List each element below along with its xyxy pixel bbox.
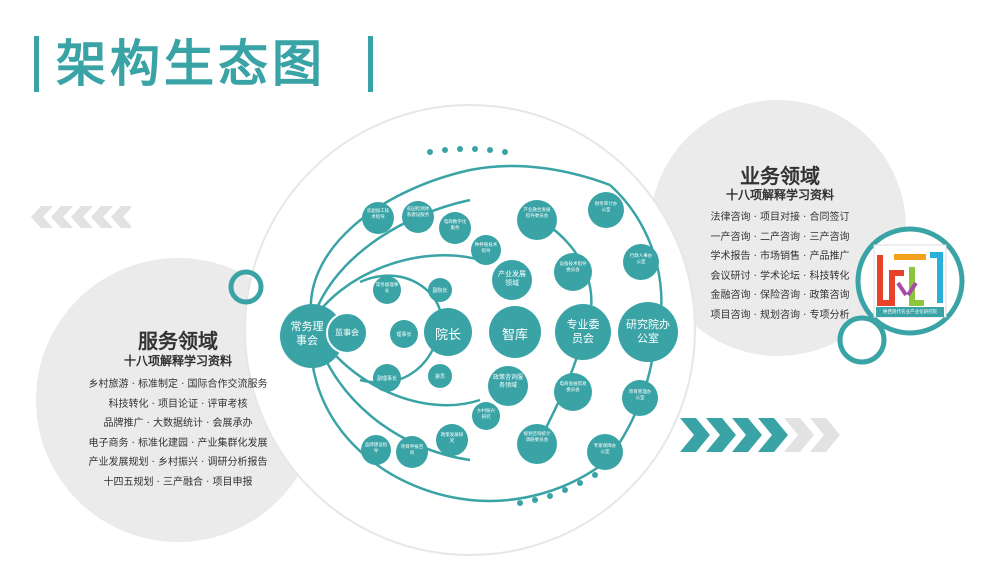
label-chanye-rh: 产业融合发展指导委员会 bbox=[523, 208, 551, 219]
label-dianshang: 电商数字化服务 bbox=[443, 220, 467, 231]
left-panel-line: 十四五规划 · 三产融合 · 项目申报 bbox=[103, 476, 253, 488]
label-jianshi: 监事会 bbox=[335, 328, 359, 337]
left-panel-subtitle: 十八项解释学习资料 bbox=[123, 354, 232, 368]
chevrons-left-icon bbox=[31, 206, 131, 228]
right-panel-line: 一产咨询 · 二产咨询 · 三产咨询 bbox=[710, 231, 850, 243]
arc-6 bbox=[309, 321, 609, 503]
label-xiangcun-yj: 乡村振兴研究 bbox=[477, 409, 495, 420]
node-lishi bbox=[390, 320, 418, 348]
label-zhongyang: 种养殖技术指导 bbox=[474, 243, 498, 254]
node-changwu bbox=[280, 304, 344, 368]
left-panel-title: 服务领域 bbox=[138, 329, 218, 353]
label-xingzheng: 行政人事办公室 bbox=[629, 254, 653, 265]
node-pinpai bbox=[361, 435, 391, 465]
right-panel-subtitle: 十八项解释学习资料 bbox=[725, 188, 834, 202]
node-dianshang-wm bbox=[554, 373, 592, 411]
label-pinpai: 品牌建设指导 bbox=[364, 443, 388, 454]
node-xingzheng bbox=[623, 244, 659, 280]
node-yuanzhang bbox=[424, 308, 472, 356]
label-caiwu: 财务审计办公室 bbox=[594, 202, 618, 213]
node-jianshi bbox=[326, 312, 368, 354]
right-panel-line: 会议研讨 · 学术论坛 · 科技转化 bbox=[710, 270, 850, 282]
label-guihua: 规划咨询统计调研委员会 bbox=[523, 432, 551, 443]
node-zhiku bbox=[489, 306, 541, 358]
right-panel-circle bbox=[650, 100, 906, 356]
left-panel-line: 产业发展规划 · 乡村振兴 · 调研分析报告 bbox=[88, 457, 268, 468]
label-nongfu: 农副加工技术指导 bbox=[366, 209, 390, 220]
label-shebei: 设备技术指导委员会 bbox=[559, 262, 587, 273]
node-weiyuan bbox=[428, 364, 452, 388]
node-chanye-rh bbox=[517, 200, 557, 240]
right-panel-line: 法律咨询 · 项目对接 · 合同签订 bbox=[710, 212, 850, 223]
left-panel-line: 电子商务 · 标准化建园 · 产业集群化发展 bbox=[88, 437, 268, 449]
title-bar-right bbox=[368, 36, 373, 92]
node-dianshang bbox=[439, 212, 471, 244]
label-lishi: 理事长 bbox=[396, 332, 412, 338]
label-chanye-fz: 产业发展领域 bbox=[498, 270, 526, 287]
node-nongfu bbox=[362, 202, 394, 234]
label-fuyuan: 副院长 bbox=[432, 288, 448, 294]
small-ring-right bbox=[837, 315, 887, 365]
label-zhuanye: 专业委员会 bbox=[566, 318, 600, 345]
node-yuanqu bbox=[402, 201, 434, 233]
left-panel-line: 科技转化 · 项目论证 · 评审考核 bbox=[108, 398, 248, 410]
small-ring-left bbox=[228, 269, 264, 305]
node-zhengce-fw bbox=[488, 366, 528, 406]
right-panel-line: 金融咨询 · 保险咨询 · 政策咨询 bbox=[710, 290, 850, 301]
node-guihua bbox=[517, 424, 557, 464]
label-yuanqu: 农园检测体系建设服务 bbox=[406, 207, 430, 218]
page-title: 架构生态图 bbox=[56, 35, 326, 93]
node-xiangmu-gl bbox=[622, 380, 658, 416]
right-panel-list: 法律咨询 · 项目对接 · 合同签订 一产咨询 · 二产咨询 · 三产咨询 学术… bbox=[690, 208, 870, 325]
node-xiangcun-yj bbox=[472, 402, 500, 430]
chevrons-right-icon bbox=[680, 418, 840, 452]
label-zhengce-fw: 政策咨询服务领域 bbox=[492, 374, 523, 389]
node-zhongyang bbox=[471, 235, 501, 265]
right-panel-line: 项目咨询 · 规划咨询 · 专项分析 bbox=[710, 309, 850, 321]
arc-2 bbox=[310, 198, 471, 323]
node-fulishi bbox=[373, 364, 401, 392]
label-zhiku: 智库 bbox=[501, 328, 528, 343]
node-changwu-fu bbox=[373, 276, 401, 304]
left-panel-line: 乡村旅游 · 标准制定 · 国际合作交流服务 bbox=[88, 379, 268, 390]
node-zhuanye bbox=[555, 304, 611, 360]
arc-3 bbox=[310, 254, 489, 323]
label-changwu: 常务理事会 bbox=[290, 320, 324, 347]
label-yanjiuyuan: 研究院办公室 bbox=[626, 318, 670, 345]
label-dianshang-wm: 电商会展贸易委员会 bbox=[559, 382, 587, 393]
label-zhuanjia: 专家保障办公室 bbox=[593, 444, 617, 455]
node-shebei bbox=[554, 253, 592, 291]
label-zhengce-fz: 政策发展研究 bbox=[440, 433, 464, 444]
node-yanjiuyuan bbox=[618, 302, 678, 362]
right-panel-title: 业务领域 bbox=[740, 164, 820, 188]
node-zhuanjia bbox=[587, 434, 623, 470]
node-zhengce-fz bbox=[436, 424, 468, 456]
label-fulishi: 副理事长 bbox=[376, 376, 397, 382]
label-changwu-fu: 常务副理事长 bbox=[375, 283, 399, 294]
left-panel-line: 品牌推广 · 大数据统计 · 会展承办 bbox=[103, 418, 253, 429]
label-weiyuan: 委员 bbox=[434, 374, 445, 380]
label-xiangmu-gl: 项目管理办公室 bbox=[628, 390, 652, 401]
label-xiangmu-sb: 项目申报咨询 bbox=[400, 445, 424, 456]
title-bar-left bbox=[34, 36, 39, 92]
node-xiangmu-sb bbox=[396, 436, 428, 468]
right-panel-line: 学术报告 · 市场销售 · 产品推广 bbox=[710, 251, 850, 262]
label-yuanzhang: 院长 bbox=[434, 328, 461, 343]
logo-caption: 陕西现代农业产业化研究院 bbox=[883, 310, 937, 315]
arc-1 bbox=[309, 164, 611, 323]
node-fuyuan bbox=[428, 278, 452, 302]
node-chanye-fz bbox=[492, 260, 532, 300]
logo-icon bbox=[873, 244, 947, 318]
node-caiwu bbox=[588, 192, 624, 228]
left-panel-list: 乡村旅游 · 标准制定 · 国际合作交流服务 科技转化 · 项目论证 · 评审考… bbox=[60, 375, 296, 492]
